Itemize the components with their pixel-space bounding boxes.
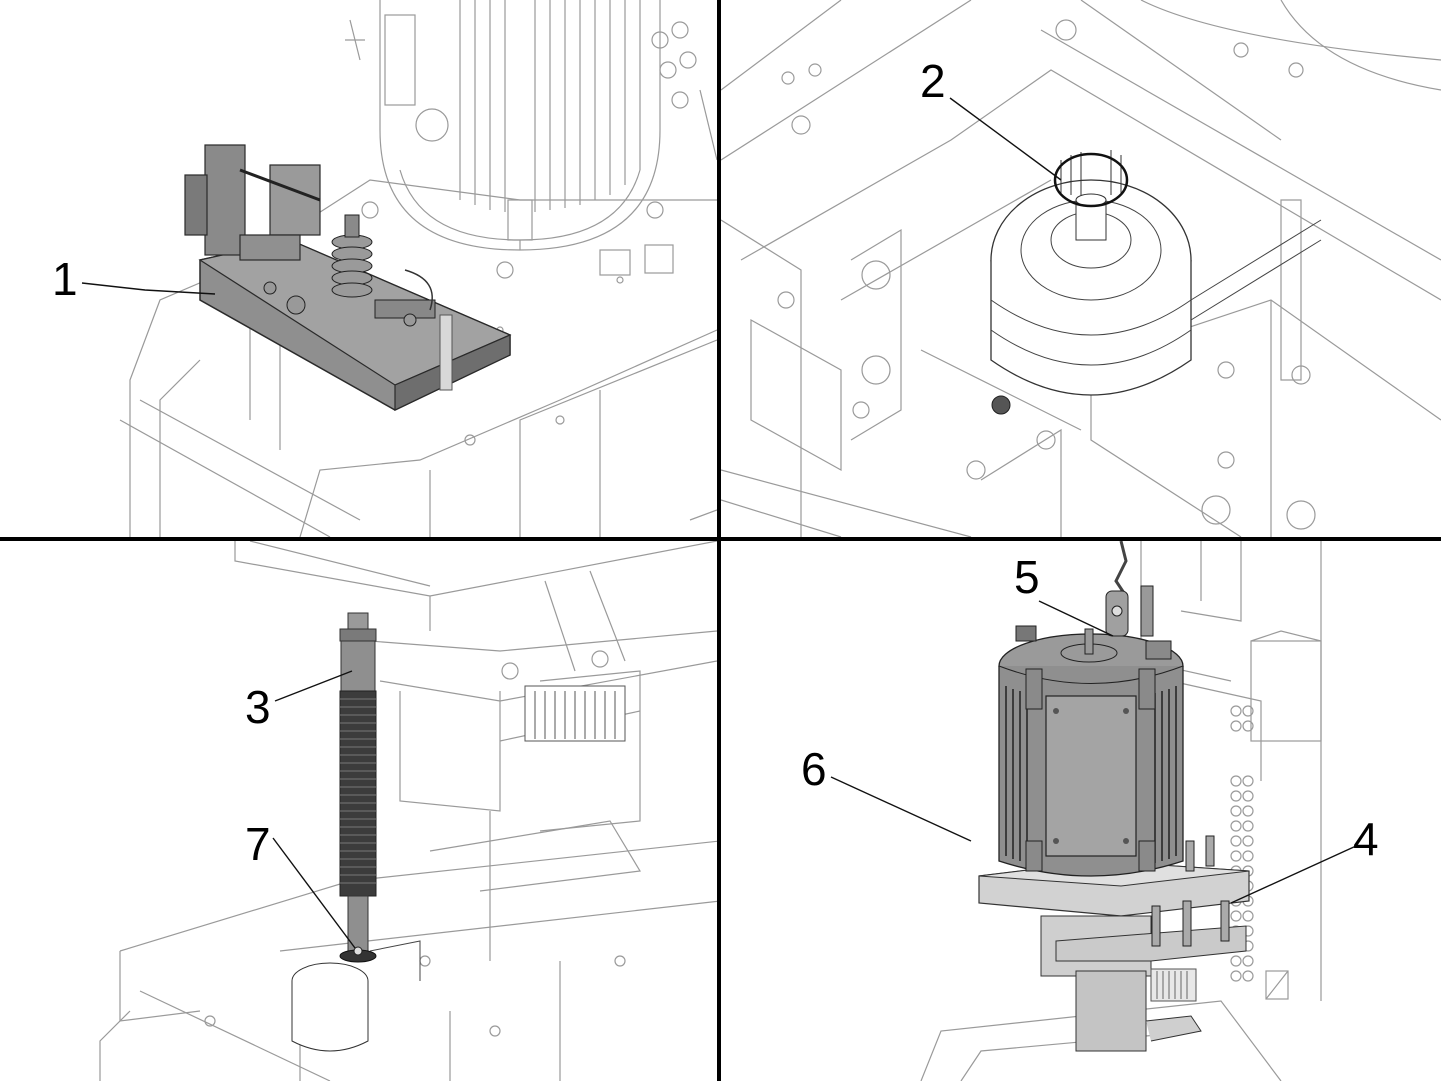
- callout-2-leader: [949, 97, 1062, 181]
- panel-top-right: 2: [721, 0, 1441, 537]
- panel-bottom-left: 3 7: [0, 541, 717, 1081]
- panel-bottom-right-drawing: [830, 541, 1357, 1081]
- callout-5: 5: [1014, 551, 1040, 603]
- callout-7: 7: [245, 818, 271, 870]
- frame-line-art: [99, 541, 717, 1081]
- callout-7-leader: [272, 837, 356, 949]
- panel-bottom-left-drawing: [99, 541, 717, 1081]
- callout-6: 6: [801, 743, 827, 795]
- callout-3-leader: [274, 670, 353, 702]
- callout-1-leader: [81, 282, 216, 295]
- horizontal-panel-divider: [0, 537, 1441, 541]
- callout-5-leader: [1038, 600, 1114, 637]
- pulley-line-art: [291, 685, 626, 1052]
- motor-line-art: [345, 0, 717, 279]
- spring-stack: [331, 214, 373, 298]
- panel-top-left: 1: [0, 0, 717, 537]
- callout-1: 1: [52, 253, 78, 305]
- pulley-assembly: [990, 150, 1322, 415]
- spring-strut-part-3: [339, 612, 377, 963]
- panel-top-left-drawing: [81, 0, 717, 537]
- motor-assembly-part-6: [978, 625, 1250, 1052]
- panel-bottom-right: 5 6 4: [721, 541, 1441, 1081]
- frame-line-art: [721, 0, 1441, 537]
- callout-6-leader: [830, 776, 972, 842]
- o-ring-part-2: [1053, 152, 1129, 208]
- callout-3: 3: [245, 681, 271, 733]
- panel-top-right-drawing: [721, 0, 1441, 537]
- lifting-hook-part-5: [1105, 541, 1154, 637]
- callout-4-leader: [1230, 845, 1357, 904]
- valve-block-part-1: [184, 144, 512, 411]
- callout-2: 2: [920, 55, 946, 107]
- callout-4: 4: [1353, 813, 1379, 865]
